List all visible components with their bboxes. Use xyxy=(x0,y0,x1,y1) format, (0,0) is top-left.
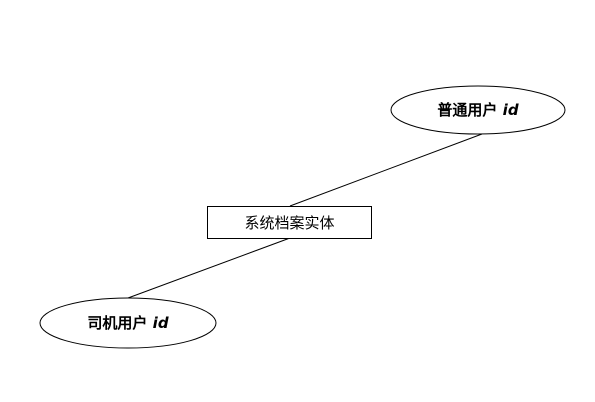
attribute-driver-user-id: 司机用户 id xyxy=(39,297,217,349)
attribute-ellipse xyxy=(39,297,217,349)
attribute-suffix: id xyxy=(503,101,519,119)
entity-box xyxy=(207,206,372,239)
entity-system-archive: 系统档案实体 xyxy=(207,206,372,239)
attribute-regular-user-id: 普通用户 id xyxy=(390,85,566,135)
attribute-suffix: id xyxy=(153,314,169,332)
svg-text:普通用户 id: 普通用户 id xyxy=(437,101,518,119)
svg-text:司机用户 id: 司机用户 id xyxy=(87,314,168,332)
entity-label: 系统档案实体 xyxy=(244,214,334,232)
attribute-label: 普通用户 xyxy=(437,101,497,119)
connector-entity-to-regular-user-id xyxy=(289,133,483,207)
connector-entity-to-driver-user-id xyxy=(127,237,291,299)
attribute-ellipse xyxy=(390,85,566,135)
attribute-label: 司机用户 xyxy=(87,314,147,332)
